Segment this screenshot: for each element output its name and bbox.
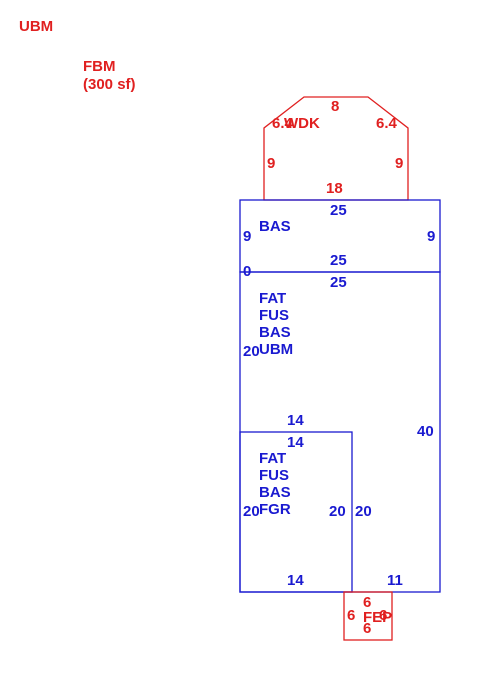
wdk-dim-right-diag: 6.4 xyxy=(376,115,397,132)
bas-top-dim-top: 25 xyxy=(330,202,347,219)
bas-top-dim-bottom: 25 xyxy=(330,252,347,269)
main-dim-left: 20 xyxy=(243,343,260,360)
garage-dim-bottom: 14 xyxy=(287,572,304,589)
fep-code-label: FEP xyxy=(363,609,393,626)
bas-top-dim-left: 9 xyxy=(243,228,252,245)
fbm-label: FBM xyxy=(83,58,116,75)
garage-dim-right-outer: 20 xyxy=(355,503,372,520)
garage-label-bas: BAS xyxy=(259,484,291,501)
fep-dim-top: 6 xyxy=(363,594,372,611)
bas-top-dim-right: 9 xyxy=(427,228,436,245)
wdk-dim-top: 8 xyxy=(331,98,340,115)
main-dim-zero: 0 xyxy=(243,263,252,280)
garage-dim-top-inner: 14 xyxy=(287,434,304,451)
garage-label-fgr: FGR xyxy=(259,501,291,518)
garage-dim-left: 20 xyxy=(243,503,260,520)
main-dim-right: 40 xyxy=(417,423,434,440)
fbm-area-label: (300 sf) xyxy=(83,76,136,93)
bas-top-label: BAS xyxy=(259,218,291,235)
wdk-dim-bottom: 18 xyxy=(326,180,343,197)
wdk-dim-left: 9 xyxy=(267,155,276,172)
main-label-fus: FUS xyxy=(259,307,289,324)
main-dim-top: 25 xyxy=(330,274,347,291)
main-label-ubm: UBM xyxy=(259,341,294,358)
main-label-bas: BAS xyxy=(259,324,291,341)
garage-dim-right-inner: 20 xyxy=(329,503,346,520)
garage-dim-top-outer: 14 xyxy=(287,412,304,429)
garage-label-fus: FUS xyxy=(259,467,289,484)
wdk-dim-left-diag: 6.4 xyxy=(272,115,293,132)
main-dim-bottom-right: 11 xyxy=(387,572,403,589)
garage-block-outline xyxy=(239,431,353,593)
fep-dim-right: 6 xyxy=(379,607,388,624)
fep-outline xyxy=(343,591,393,641)
main-label-fat: FAT xyxy=(259,290,287,307)
fep-dim-left: 6 xyxy=(347,607,356,624)
fep-dim-bottom: 6 xyxy=(363,620,372,637)
wdk-dim-right: 9 xyxy=(395,155,404,172)
ubm-label: UBM xyxy=(19,18,54,35)
wdk-code-label: WDK xyxy=(284,115,320,132)
garage-label-fat: FAT xyxy=(259,450,287,467)
